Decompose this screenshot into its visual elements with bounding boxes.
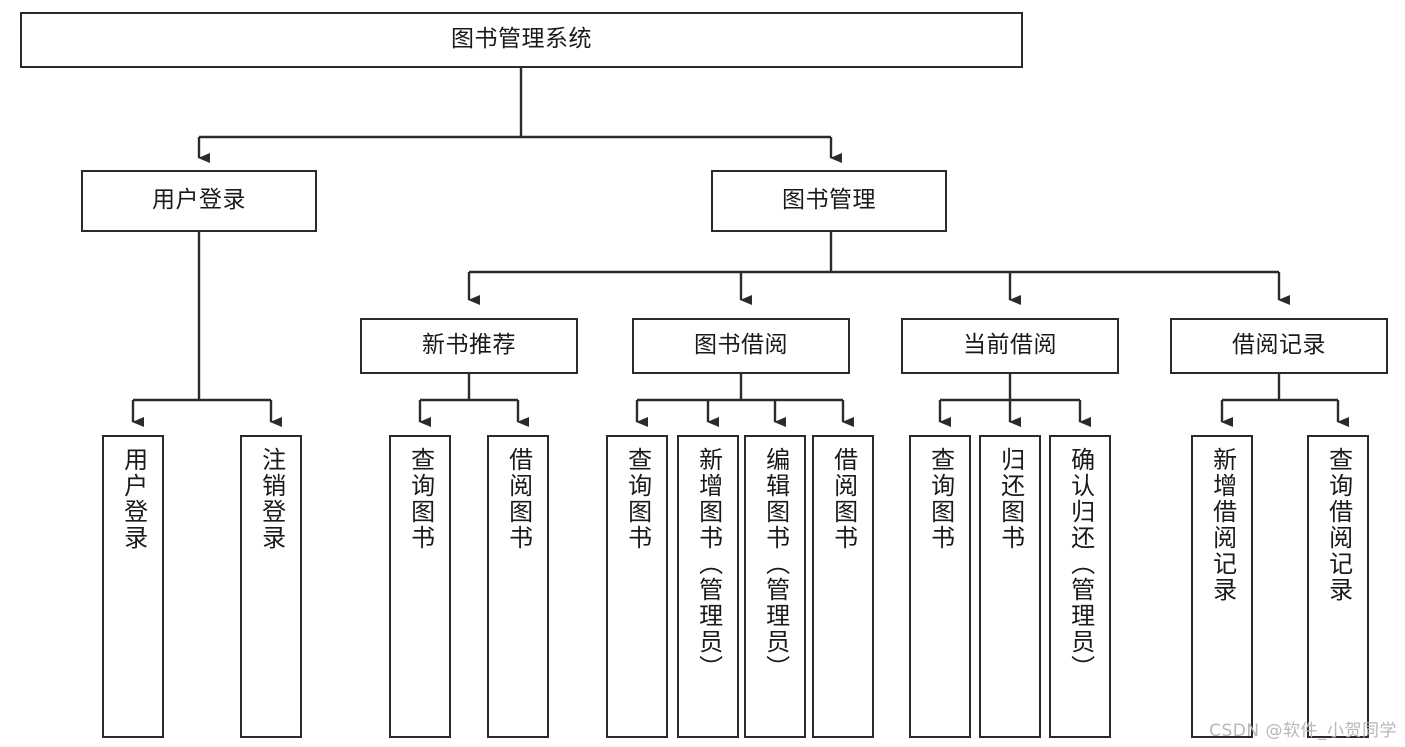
leaf-add-book[interactable]: 新增图书（管理员） xyxy=(677,435,739,738)
leaf-query-record[interactable]: 查询借阅记录 xyxy=(1307,435,1369,738)
leaf-query-book-2-label: 查询图书 xyxy=(623,447,652,551)
leaf-confirm-return-label: 确认归还（管理员） xyxy=(1066,447,1095,681)
leaf-add-record-label: 新增借阅记录 xyxy=(1208,447,1237,603)
leaf-edit-book-label: 编辑图书（管理员） xyxy=(761,447,790,681)
leaf-query-book-3[interactable]: 查询图书 xyxy=(909,435,971,738)
leaf-borrow-book-2-label: 借阅图书 xyxy=(829,447,858,551)
node-book-borrow-label: 图书借阅 xyxy=(694,332,788,359)
leaf-user-login[interactable]: 用户登录 xyxy=(102,435,164,738)
leaf-edit-book[interactable]: 编辑图书（管理员） xyxy=(744,435,806,738)
node-current-borrow[interactable]: 当前借阅 xyxy=(901,318,1119,374)
leaf-borrow-book-1[interactable]: 借阅图书 xyxy=(487,435,549,738)
node-user-login[interactable]: 用户登录 xyxy=(81,170,317,232)
leaf-borrow-book-1-label: 借阅图书 xyxy=(504,447,533,551)
node-book-manage[interactable]: 图书管理 xyxy=(711,170,947,232)
node-new-book-recommend-label: 新书推荐 xyxy=(422,332,516,359)
node-new-book-recommend[interactable]: 新书推荐 xyxy=(360,318,578,374)
node-user-login-label: 用户登录 xyxy=(152,187,246,214)
leaf-query-book-3-label: 查询图书 xyxy=(926,447,955,551)
leaf-query-book-2[interactable]: 查询图书 xyxy=(606,435,668,738)
node-borrow-record[interactable]: 借阅记录 xyxy=(1170,318,1388,374)
leaf-return-book-label: 归还图书 xyxy=(996,447,1025,551)
leaf-return-book[interactable]: 归还图书 xyxy=(979,435,1041,738)
leaf-add-book-label: 新增图书（管理员） xyxy=(694,447,723,681)
node-book-manage-label: 图书管理 xyxy=(782,187,876,214)
leaf-query-book-1-label: 查询图书 xyxy=(406,447,435,551)
leaf-user-logout[interactable]: 注销登录 xyxy=(240,435,302,738)
leaf-query-book-1[interactable]: 查询图书 xyxy=(389,435,451,738)
node-root[interactable]: 图书管理系统 xyxy=(20,12,1023,68)
leaf-add-record[interactable]: 新增借阅记录 xyxy=(1191,435,1253,738)
leaf-borrow-book-2[interactable]: 借阅图书 xyxy=(812,435,874,738)
leaf-query-record-label: 查询借阅记录 xyxy=(1324,447,1353,603)
node-root-label: 图书管理系统 xyxy=(451,26,592,53)
node-book-borrow[interactable]: 图书借阅 xyxy=(632,318,850,374)
watermark-text: CSDN @软件_小贺同学 xyxy=(1209,721,1397,741)
leaf-user-logout-label: 注销登录 xyxy=(257,447,286,551)
leaf-user-login-label: 用户登录 xyxy=(119,447,148,551)
node-borrow-record-label: 借阅记录 xyxy=(1232,332,1326,359)
node-current-borrow-label: 当前借阅 xyxy=(963,332,1057,359)
leaf-confirm-return[interactable]: 确认归还（管理员） xyxy=(1049,435,1111,738)
